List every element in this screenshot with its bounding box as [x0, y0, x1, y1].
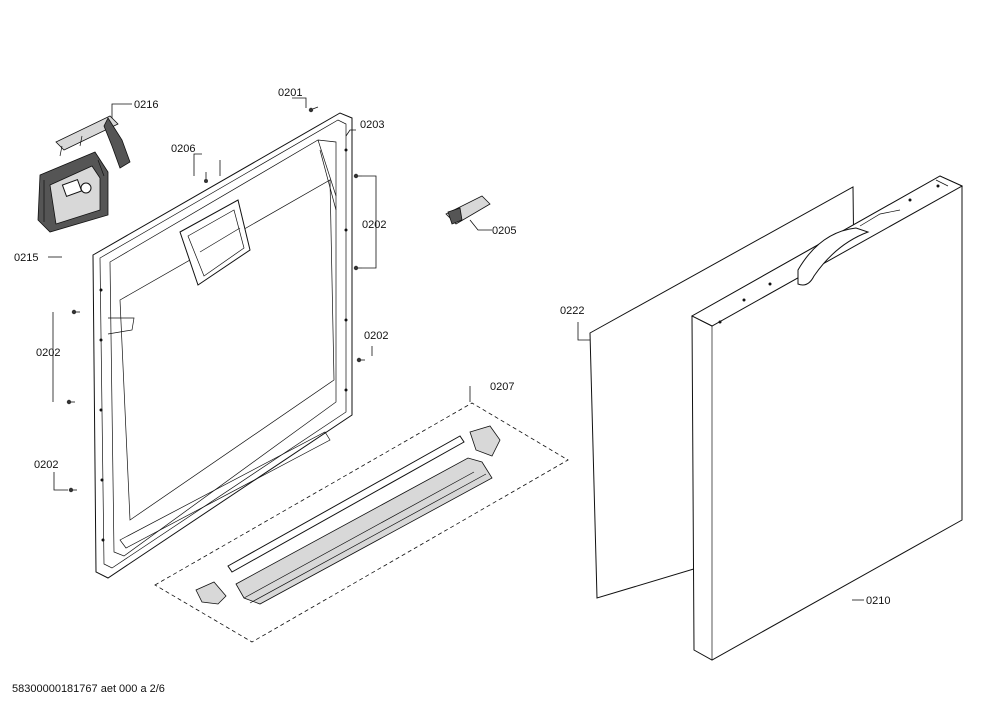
screw-0201	[308, 106, 319, 113]
clip-0205	[445, 195, 491, 225]
label-0210: 0210	[866, 595, 890, 607]
screw-0202-right-1	[353, 173, 362, 179]
label-0202-right-top: 0202	[362, 219, 386, 231]
label-0203: 0203	[360, 119, 384, 131]
outer-door-0210	[690, 175, 964, 661]
screw-0202-left-2	[66, 399, 75, 405]
screw-0202-right-2	[353, 265, 362, 271]
label-0222: 0222	[560, 305, 584, 317]
label-0216: 0216	[134, 99, 158, 111]
label-0202-left-mid: 0202	[36, 347, 60, 359]
document-id: 58300000181767 aet 000 a 2/6	[12, 683, 165, 695]
label-0202-right-mid: 0202	[364, 330, 388, 342]
label-0202-left-bottom: 0202	[34, 459, 58, 471]
control-module	[37, 151, 109, 233]
screws	[66, 106, 365, 493]
screw-0202-left-1	[71, 309, 80, 315]
frame-screw-holes	[99, 148, 348, 542]
screw-0202-right-3	[356, 357, 365, 363]
screw-0206	[204, 172, 208, 183]
bracket-0216	[55, 115, 131, 169]
leader-lines	[48, 97, 864, 601]
inner-door-frame	[92, 112, 353, 579]
label-0201: 0201	[278, 87, 302, 99]
label-0215: 0215	[14, 252, 38, 264]
screw-0202-left-3	[68, 487, 77, 493]
label-0206: 0206	[171, 143, 195, 155]
part-labels: 0216 0201 0203 0206 0202 0205 0215 0202 …	[14, 87, 890, 607]
label-0207: 0207	[490, 381, 514, 393]
seal-kit-0207	[154, 402, 569, 643]
label-0205: 0205	[492, 225, 516, 237]
